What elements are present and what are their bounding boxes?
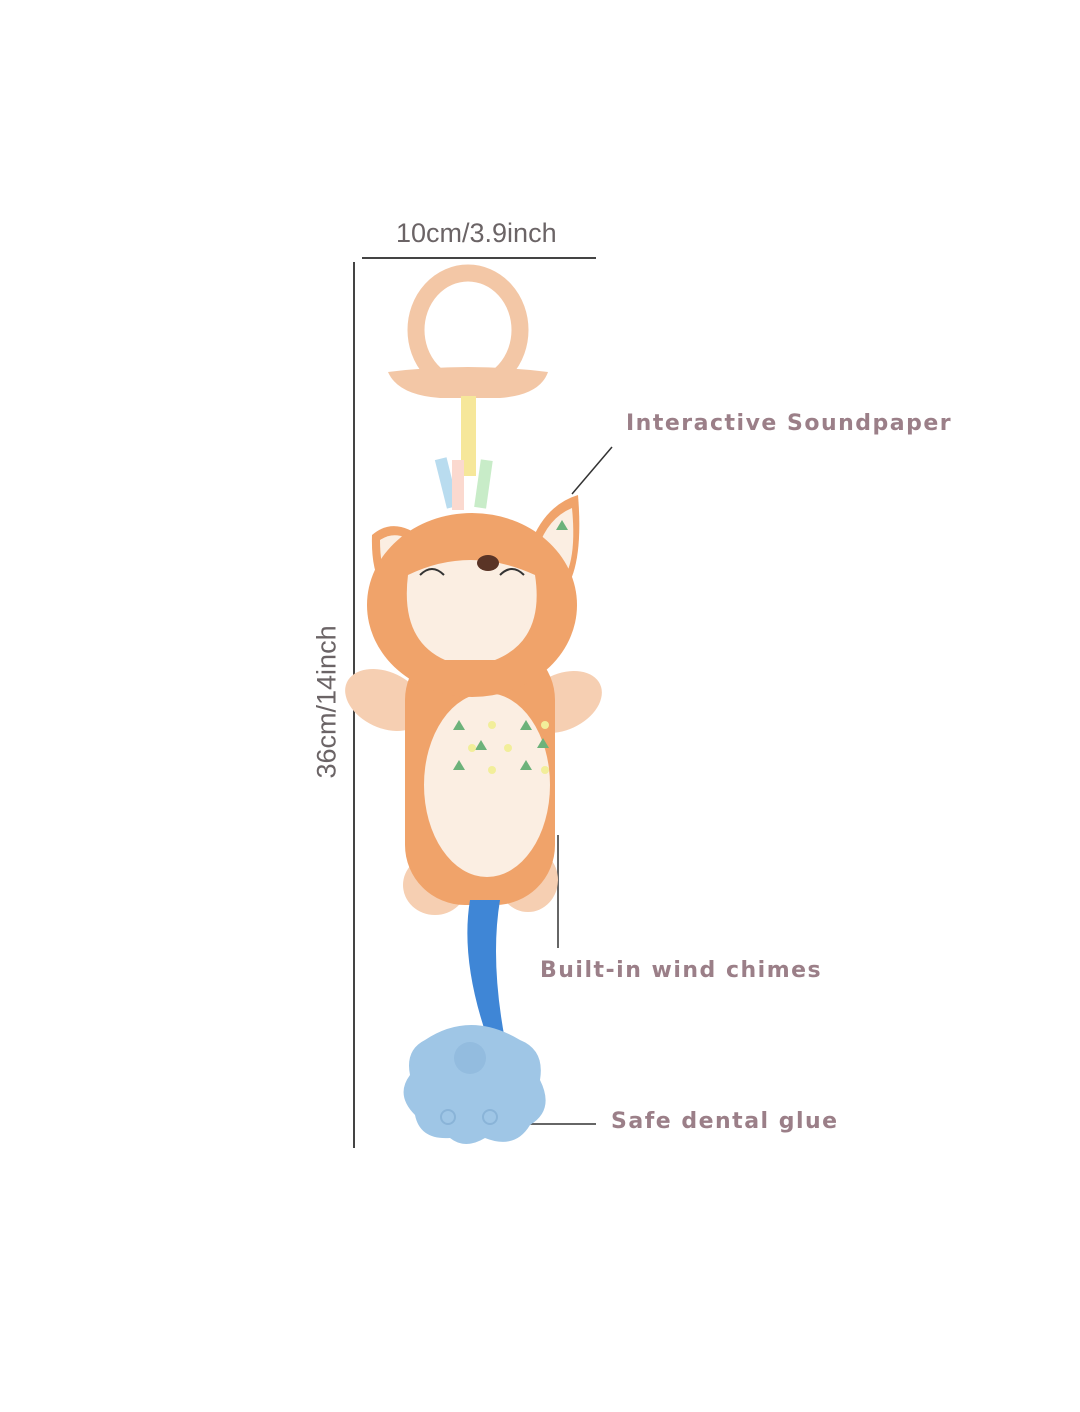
callout-soundpaper: Interactive Soundpaper (626, 411, 953, 436)
height-label: 36cm/14inch (311, 625, 342, 779)
nose (477, 555, 499, 571)
callout-dental-glue: Safe dental glue (611, 1109, 839, 1134)
fox-toy (345, 264, 602, 1144)
belly (424, 693, 550, 877)
width-label: 10cm/3.9inch (396, 218, 557, 248)
callout-wind-chimes: Built-in wind chimes (540, 958, 823, 983)
teether (403, 1025, 546, 1144)
soundpaper-leader-line (571, 446, 613, 495)
